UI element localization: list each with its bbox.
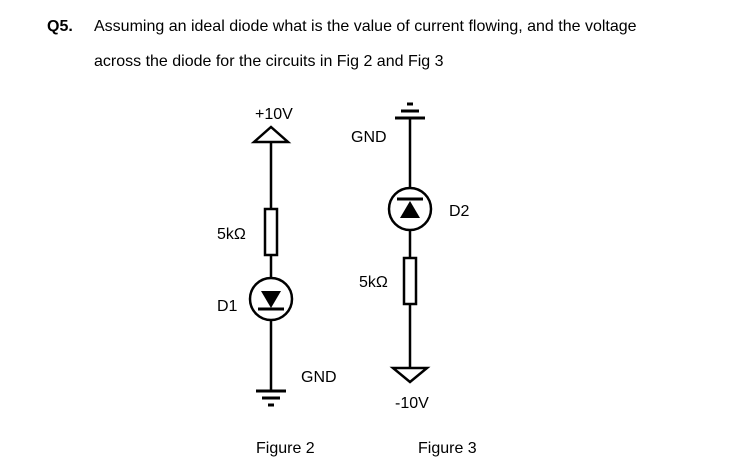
fig3-resistor: [402, 256, 418, 306]
fig3-ground-symbol: [395, 102, 425, 120]
fig2-resistor: [263, 207, 279, 257]
fig2-diode-triangle: [261, 291, 281, 308]
figure-3-circuit: [387, 118, 433, 384]
fig3-supply-label: -10V: [395, 395, 429, 412]
question-text-line-2: across the diode for the circuits in Fig…: [94, 53, 444, 70]
fig3-diode-label: D2: [449, 203, 470, 220]
fig3-diode-symbol: [397, 197, 423, 218]
fig3-supply-arrow: [389, 366, 431, 384]
fig2-supply-label: +10V: [255, 106, 293, 123]
figure-3-caption: Figure 3: [418, 440, 477, 457]
fig2-diode-label: D1: [217, 298, 238, 315]
fig2-diode-symbol: [258, 291, 284, 311]
fig3-diode-triangle: [400, 201, 420, 218]
figure-2-circuit: [248, 125, 294, 390]
fig3-resistor-label: 5kΩ: [359, 274, 388, 291]
fig2-resistor-label: 5kΩ: [217, 226, 246, 243]
fig2-ground-symbol: [256, 389, 286, 407]
fig2-ground-label: GND: [301, 369, 337, 386]
question-text-line-1: Assuming an ideal diode what is the valu…: [94, 18, 637, 35]
fig2-supply-arrow: [250, 125, 292, 144]
figure-2-caption: Figure 2: [256, 440, 315, 457]
question-number: Q5.: [47, 18, 73, 35]
fig3-ground-label: GND: [351, 129, 387, 146]
